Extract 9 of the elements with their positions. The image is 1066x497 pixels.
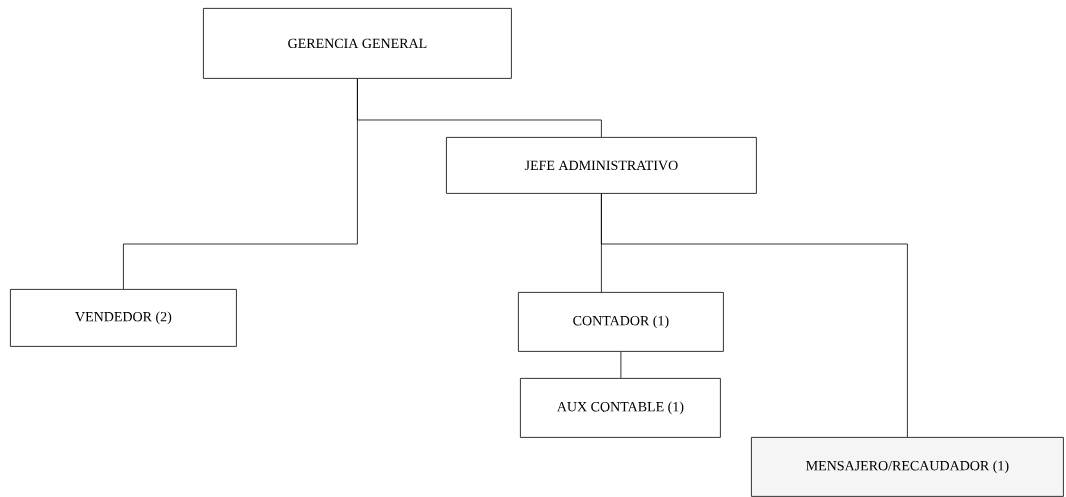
org-box: CONTADOR (1) — [518, 292, 724, 352]
org-box: VENDEDOR (2) — [10, 289, 237, 347]
connector-line — [123, 78, 358, 290]
connector-line — [620, 351, 622, 379]
org-box: AUX CONTABLE (1) — [520, 378, 721, 438]
org-box: GERENCIA GENERAL — [203, 8, 512, 79]
connector-line — [601, 193, 908, 438]
org-box: MENSAJERO/RECAUDADOR (1) — [751, 437, 1064, 497]
org-box: JEFE ADMINISTRATIVO — [446, 137, 757, 194]
